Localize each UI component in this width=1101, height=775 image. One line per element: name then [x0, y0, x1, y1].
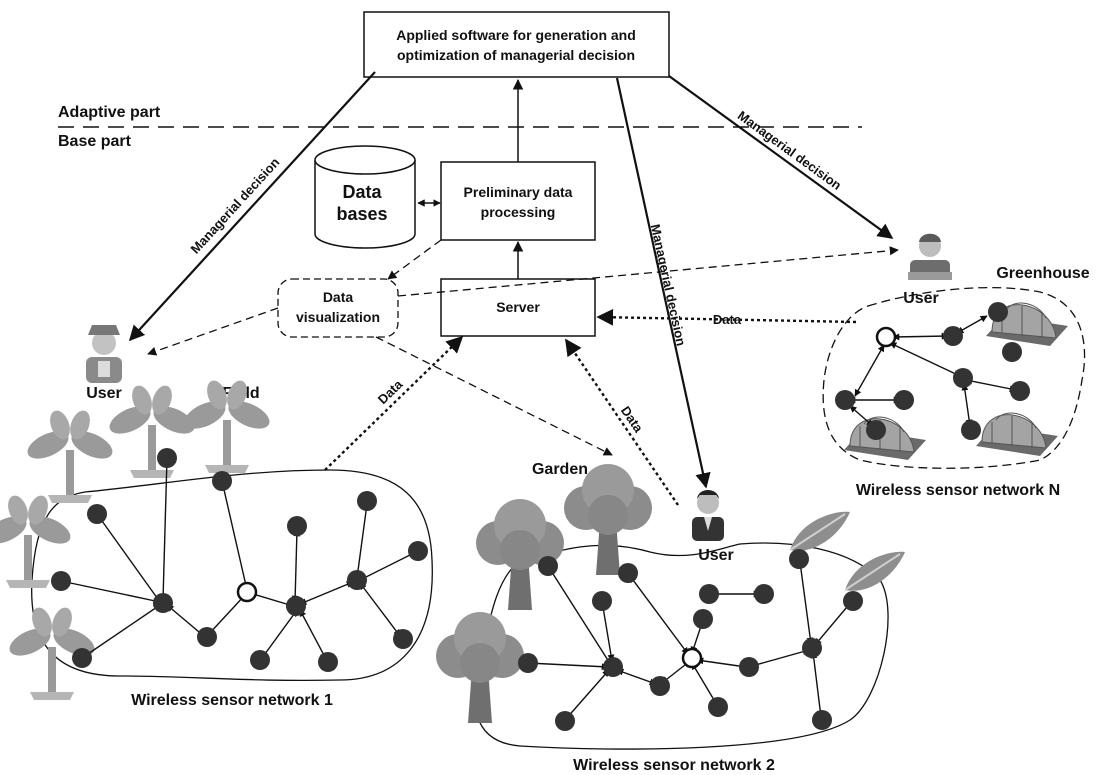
preprocessing-label-line1: Preliminary data [464, 184, 573, 200]
visualization-to-field-user-arrow [147, 307, 279, 356]
network2-sensor-nodes [518, 549, 863, 731]
field-plant-1 [23, 407, 117, 503]
visualization-label-line1: Data [323, 289, 354, 305]
network1-sensor-nodes [51, 448, 428, 672]
garden-label: Garden [532, 461, 588, 478]
visualization-to-garden-user-arrow [375, 336, 613, 456]
greenhouse-2 [843, 416, 927, 461]
software-title-line1: Applied software for generation and [396, 27, 636, 43]
databases-label-line2: bases [336, 204, 387, 224]
databases-cylinder [314, 145, 416, 249]
decision-arrow-greenhouse-user [668, 75, 894, 239]
network2-base-station [681, 647, 703, 669]
field-user-icon [86, 325, 122, 383]
visualization-to-greenhouse-user-arrow [397, 246, 899, 297]
field-user-label: User [86, 385, 122, 402]
software-title-line2: optimization of managerial decision [397, 47, 635, 63]
garden-tree-3 [436, 612, 524, 723]
preprocessing-box [440, 161, 596, 241]
network2-links [527, 561, 853, 721]
preprocessing-label-line2: processing [481, 204, 556, 220]
networkN-sensor-nodes [835, 302, 1030, 440]
greenhouse-user-label: User [903, 290, 939, 307]
data-label-networkN: Data [713, 312, 742, 327]
data-arrow-network1 [324, 335, 464, 471]
decision-arrow-garden-user [615, 77, 711, 489]
data-label-network1: Data [375, 376, 406, 407]
greenhouse-user-icon [908, 233, 952, 280]
network1-label: Wireless sensor network 1 [131, 692, 333, 709]
greenhouse-3 [975, 412, 1059, 457]
software-box [363, 11, 670, 78]
garden-tree-1 [476, 499, 564, 610]
preprocessing-to-visualization-arrow [387, 239, 442, 280]
decision-label-middle: Managerial decision [648, 223, 689, 348]
networkN-label: Wireless sensor network N [856, 482, 1060, 499]
greenhouse-label: Greenhouse [996, 265, 1089, 282]
networkN-links [848, 315, 1017, 427]
network1-links [60, 457, 417, 660]
server-label: Server [496, 299, 540, 315]
data-arrow-networkN [596, 308, 857, 326]
networkN-boundary [822, 286, 1086, 469]
databases-label-line1: Data [342, 182, 382, 202]
networkN-base-station [875, 326, 897, 348]
garden-user-label: User [698, 547, 734, 564]
adaptive-part-label: Adaptive part [58, 104, 161, 121]
decision-label-left: Managerial decision [188, 155, 283, 257]
garden-user-icon [692, 490, 724, 541]
network1-boundary [31, 469, 433, 682]
network1-base-station [236, 581, 258, 603]
garden-leaf-1 [789, 510, 851, 552]
garden-tree-2 [564, 464, 652, 575]
network2-label: Wireless sensor network 2 [573, 757, 775, 774]
decision-label-right: Managerial decision [735, 108, 844, 193]
visualization-label-line2: visualization [296, 309, 380, 325]
data-label-network2: Data [618, 403, 647, 435]
visualization-box [277, 278, 399, 338]
garden-leaf-2 [844, 550, 906, 592]
decision-arrow-field-user [128, 71, 376, 342]
base-part-label: Base part [58, 133, 132, 150]
